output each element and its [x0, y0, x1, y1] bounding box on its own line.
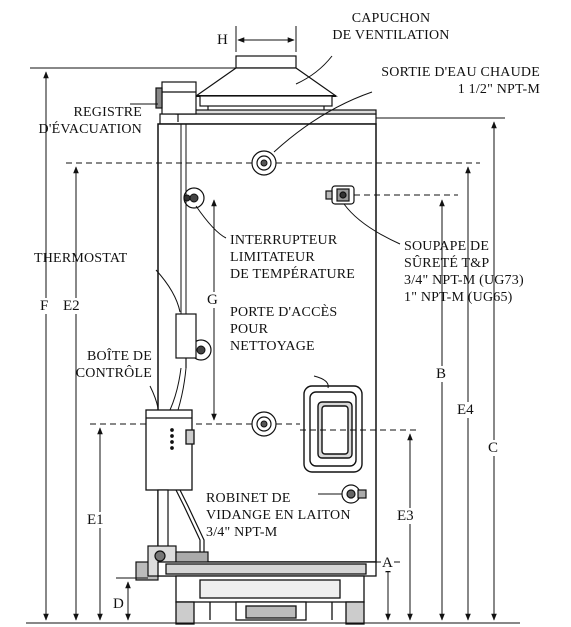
dimension-e1-label: E1	[86, 512, 105, 528]
cleanout-access-door	[303, 385, 363, 473]
burner-base	[157, 561, 377, 625]
flue-damper-label: REGISTRE D'ÉVACUATION	[28, 104, 142, 138]
hot-water-outlet	[251, 150, 277, 176]
relief-valve-label-line1: SOUPAPE DE	[404, 239, 490, 254]
dimension-c-label: C	[487, 440, 500, 456]
limit-switch-label-line3: DE TEMPÉRATURE	[230, 267, 356, 282]
leader-lines	[130, 55, 401, 495]
limit-switch-label: INTERRUPTEUR LIMITATEUR DE TEMPÉRATURE	[230, 232, 355, 283]
flue-damper	[155, 81, 197, 122]
vent-hood	[194, 55, 338, 116]
relief-valve-label: SOUPAPE DE SÛRETÉ T&P 3/4" NPT-M (UG73) …	[404, 238, 524, 306]
thermostat-label: THERMOSTAT	[34, 251, 128, 266]
flue-damper-label-line1: REGISTRE	[73, 105, 142, 120]
relief-valve-label-line2: SÛRETÉ T&P	[404, 256, 490, 271]
control-box	[145, 409, 195, 491]
dimension-g-label: G	[206, 292, 219, 308]
wiring-conduit	[169, 124, 191, 411]
hot-water-outlet-label-line2: 1 1/2" NPT-M	[457, 82, 540, 97]
limit-switch-label-line1: INTERRUPTEUR	[230, 233, 338, 248]
access-door-label-line3: NETTOYAGE	[230, 339, 315, 354]
dimension-b-label: B	[435, 366, 448, 382]
control-box-label-line1: BOÎTE DE	[87, 349, 152, 364]
drain-valve-label-line1: ROBINET DE	[206, 491, 291, 506]
hot-water-outlet-label: SORTIE D'EAU CHAUDE 1 1/2" NPT-M	[330, 64, 540, 98]
tp-relief-valve	[325, 185, 355, 205]
vent-hood-label-line1: CAPUCHON	[351, 11, 431, 26]
dimension-e2-label: E2	[62, 298, 81, 314]
control-box-label-line2: CONTRÔLE	[75, 366, 152, 381]
limit-switch-label-line2: LIMITATEUR	[230, 250, 315, 265]
dimension-a-label: A	[381, 555, 394, 571]
drain-valve	[341, 484, 367, 504]
hot-water-outlet-label-line1: SORTIE D'EAU CHAUDE	[381, 65, 540, 80]
dimension-d-label: D	[112, 596, 125, 612]
control-box-label: BOÎTE DE CONTRÔLE	[52, 348, 152, 382]
access-door-label-line2: POUR	[230, 322, 269, 337]
vent-hood-label-line2: DE VENTILATION	[332, 28, 450, 43]
flue-damper-label-line2: D'ÉVACUATION	[38, 122, 142, 137]
drain-valve-label-line3: 3/4" NPT-M	[206, 525, 278, 540]
drain-valve-label: ROBINET DE VIDANGE EN LAITON 3/4" NPT-M	[206, 490, 351, 541]
dimension-e3-label: E3	[396, 508, 415, 524]
access-door-label-line1: PORTE D'ACCÈS	[230, 305, 338, 320]
inlet-fitting	[251, 411, 277, 437]
temperature-limit-switch	[183, 187, 205, 209]
relief-valve-label-line4: 1" NPT-M (UG65)	[404, 290, 513, 305]
drain-valve-label-line2: VIDANGE EN LAITON	[206, 508, 351, 523]
dimension-h-label: H	[216, 32, 229, 48]
dimension-f-label: F	[39, 298, 50, 314]
dimension-e4-label: E4	[456, 402, 475, 418]
relief-valve-label-line3: 3/4" NPT-M (UG73)	[404, 273, 524, 288]
access-door-label: PORTE D'ACCÈS POUR NETTOYAGE	[230, 304, 337, 355]
vent-hood-label: CAPUCHON DE VENTILATION	[330, 10, 452, 44]
